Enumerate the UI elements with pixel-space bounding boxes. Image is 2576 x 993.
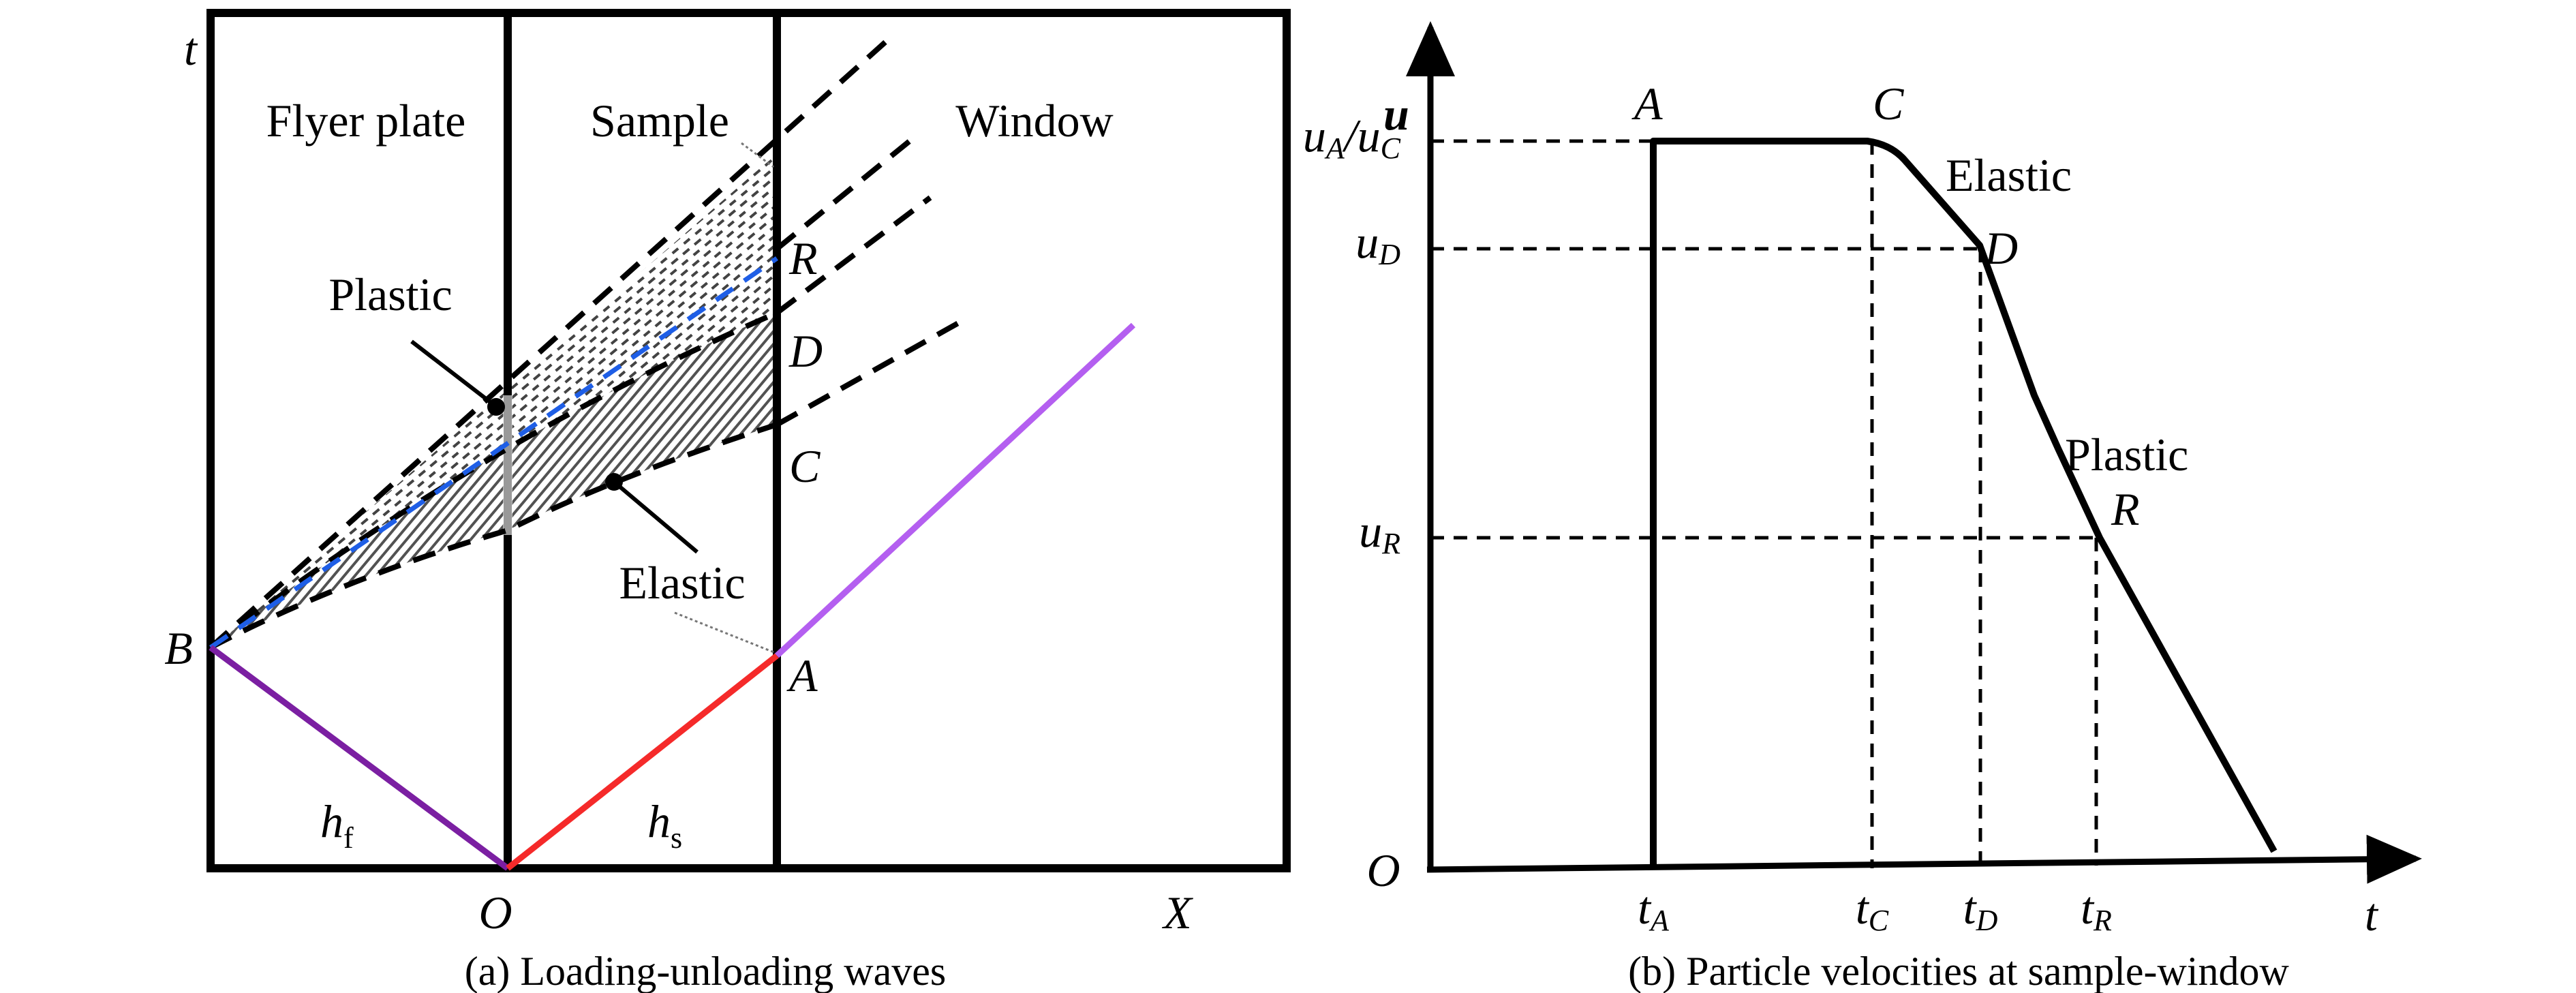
sample-leader xyxy=(741,142,774,168)
tick-tC: tC xyxy=(1856,882,1889,937)
elastic-label: Elastic xyxy=(619,557,745,609)
tick-tD: tD xyxy=(1963,882,1998,937)
tick-tR: tR xyxy=(2081,882,2112,937)
point-b-label: B xyxy=(164,622,193,674)
plastic-pointer xyxy=(410,339,496,408)
flyer-plate-label: Flyer plate xyxy=(266,95,466,147)
panel-b-caption: (b) Particle velocities at sample-window xyxy=(1628,949,2289,993)
window-label: Window xyxy=(955,95,1113,147)
flyer-wave xyxy=(209,645,510,871)
point-r-label: R xyxy=(2111,483,2140,535)
origin-label: O xyxy=(1366,844,1400,896)
sample-label: Sample xyxy=(590,95,729,147)
point-a-label: A xyxy=(1631,78,1663,129)
plastic-label: Plastic xyxy=(328,269,452,320)
velocity-curve xyxy=(1650,138,2278,868)
point-r-label: R xyxy=(788,232,818,284)
elastic-lower-boundary xyxy=(209,422,778,650)
h-s-label: hs xyxy=(647,795,682,855)
point-c-label: C xyxy=(1873,78,1904,129)
point-c-label: C xyxy=(789,440,821,492)
axis-x-label: X xyxy=(1161,887,1193,938)
window-wave-d xyxy=(775,195,932,316)
tick-uA-uC: uA/uC xyxy=(1303,110,1401,165)
elastic-region xyxy=(211,313,777,647)
elastic-pointer xyxy=(613,480,699,554)
h-f-label: hf xyxy=(320,795,354,855)
point-d-label: D xyxy=(1984,222,2018,274)
panel-a-loading-unloading-waves: t Flyer plate Sample Window Plastic Elas… xyxy=(164,9,1291,993)
origin-label: O xyxy=(478,887,512,938)
axis-t-label: t xyxy=(184,23,198,75)
sample-wave xyxy=(506,653,779,871)
plastic-pointer-dot xyxy=(487,398,505,416)
t-axis xyxy=(1426,834,2422,884)
window-wave xyxy=(774,322,1136,658)
tick-uD: uD xyxy=(1355,216,1400,271)
point-a-label: A xyxy=(786,650,818,701)
axis-t-label: t xyxy=(2365,889,2379,941)
elastic-pointer-dot xyxy=(605,473,623,491)
plastic-label: Plastic xyxy=(2065,429,2188,480)
axis-u-label: u xyxy=(1383,88,1409,140)
elastic-leader xyxy=(674,611,776,654)
window-wave-r xyxy=(775,138,913,251)
panel-b-particle-velocities: u t O A C D R Elastic Plastic uA/uC uD u… xyxy=(1303,21,2422,993)
elastic-label: Elastic xyxy=(1946,149,2072,201)
tick-uR: uR xyxy=(1359,505,1400,560)
plastic-elastic-boundary xyxy=(209,310,778,650)
panel-a-caption: (a) Loading-unloading waves xyxy=(465,949,946,993)
plastic-upper-boundary xyxy=(209,33,895,650)
point-d-label: D xyxy=(788,325,823,377)
center-wave-blue xyxy=(209,256,778,650)
window-box xyxy=(773,9,1291,872)
tick-tA: tA xyxy=(1638,882,1670,937)
